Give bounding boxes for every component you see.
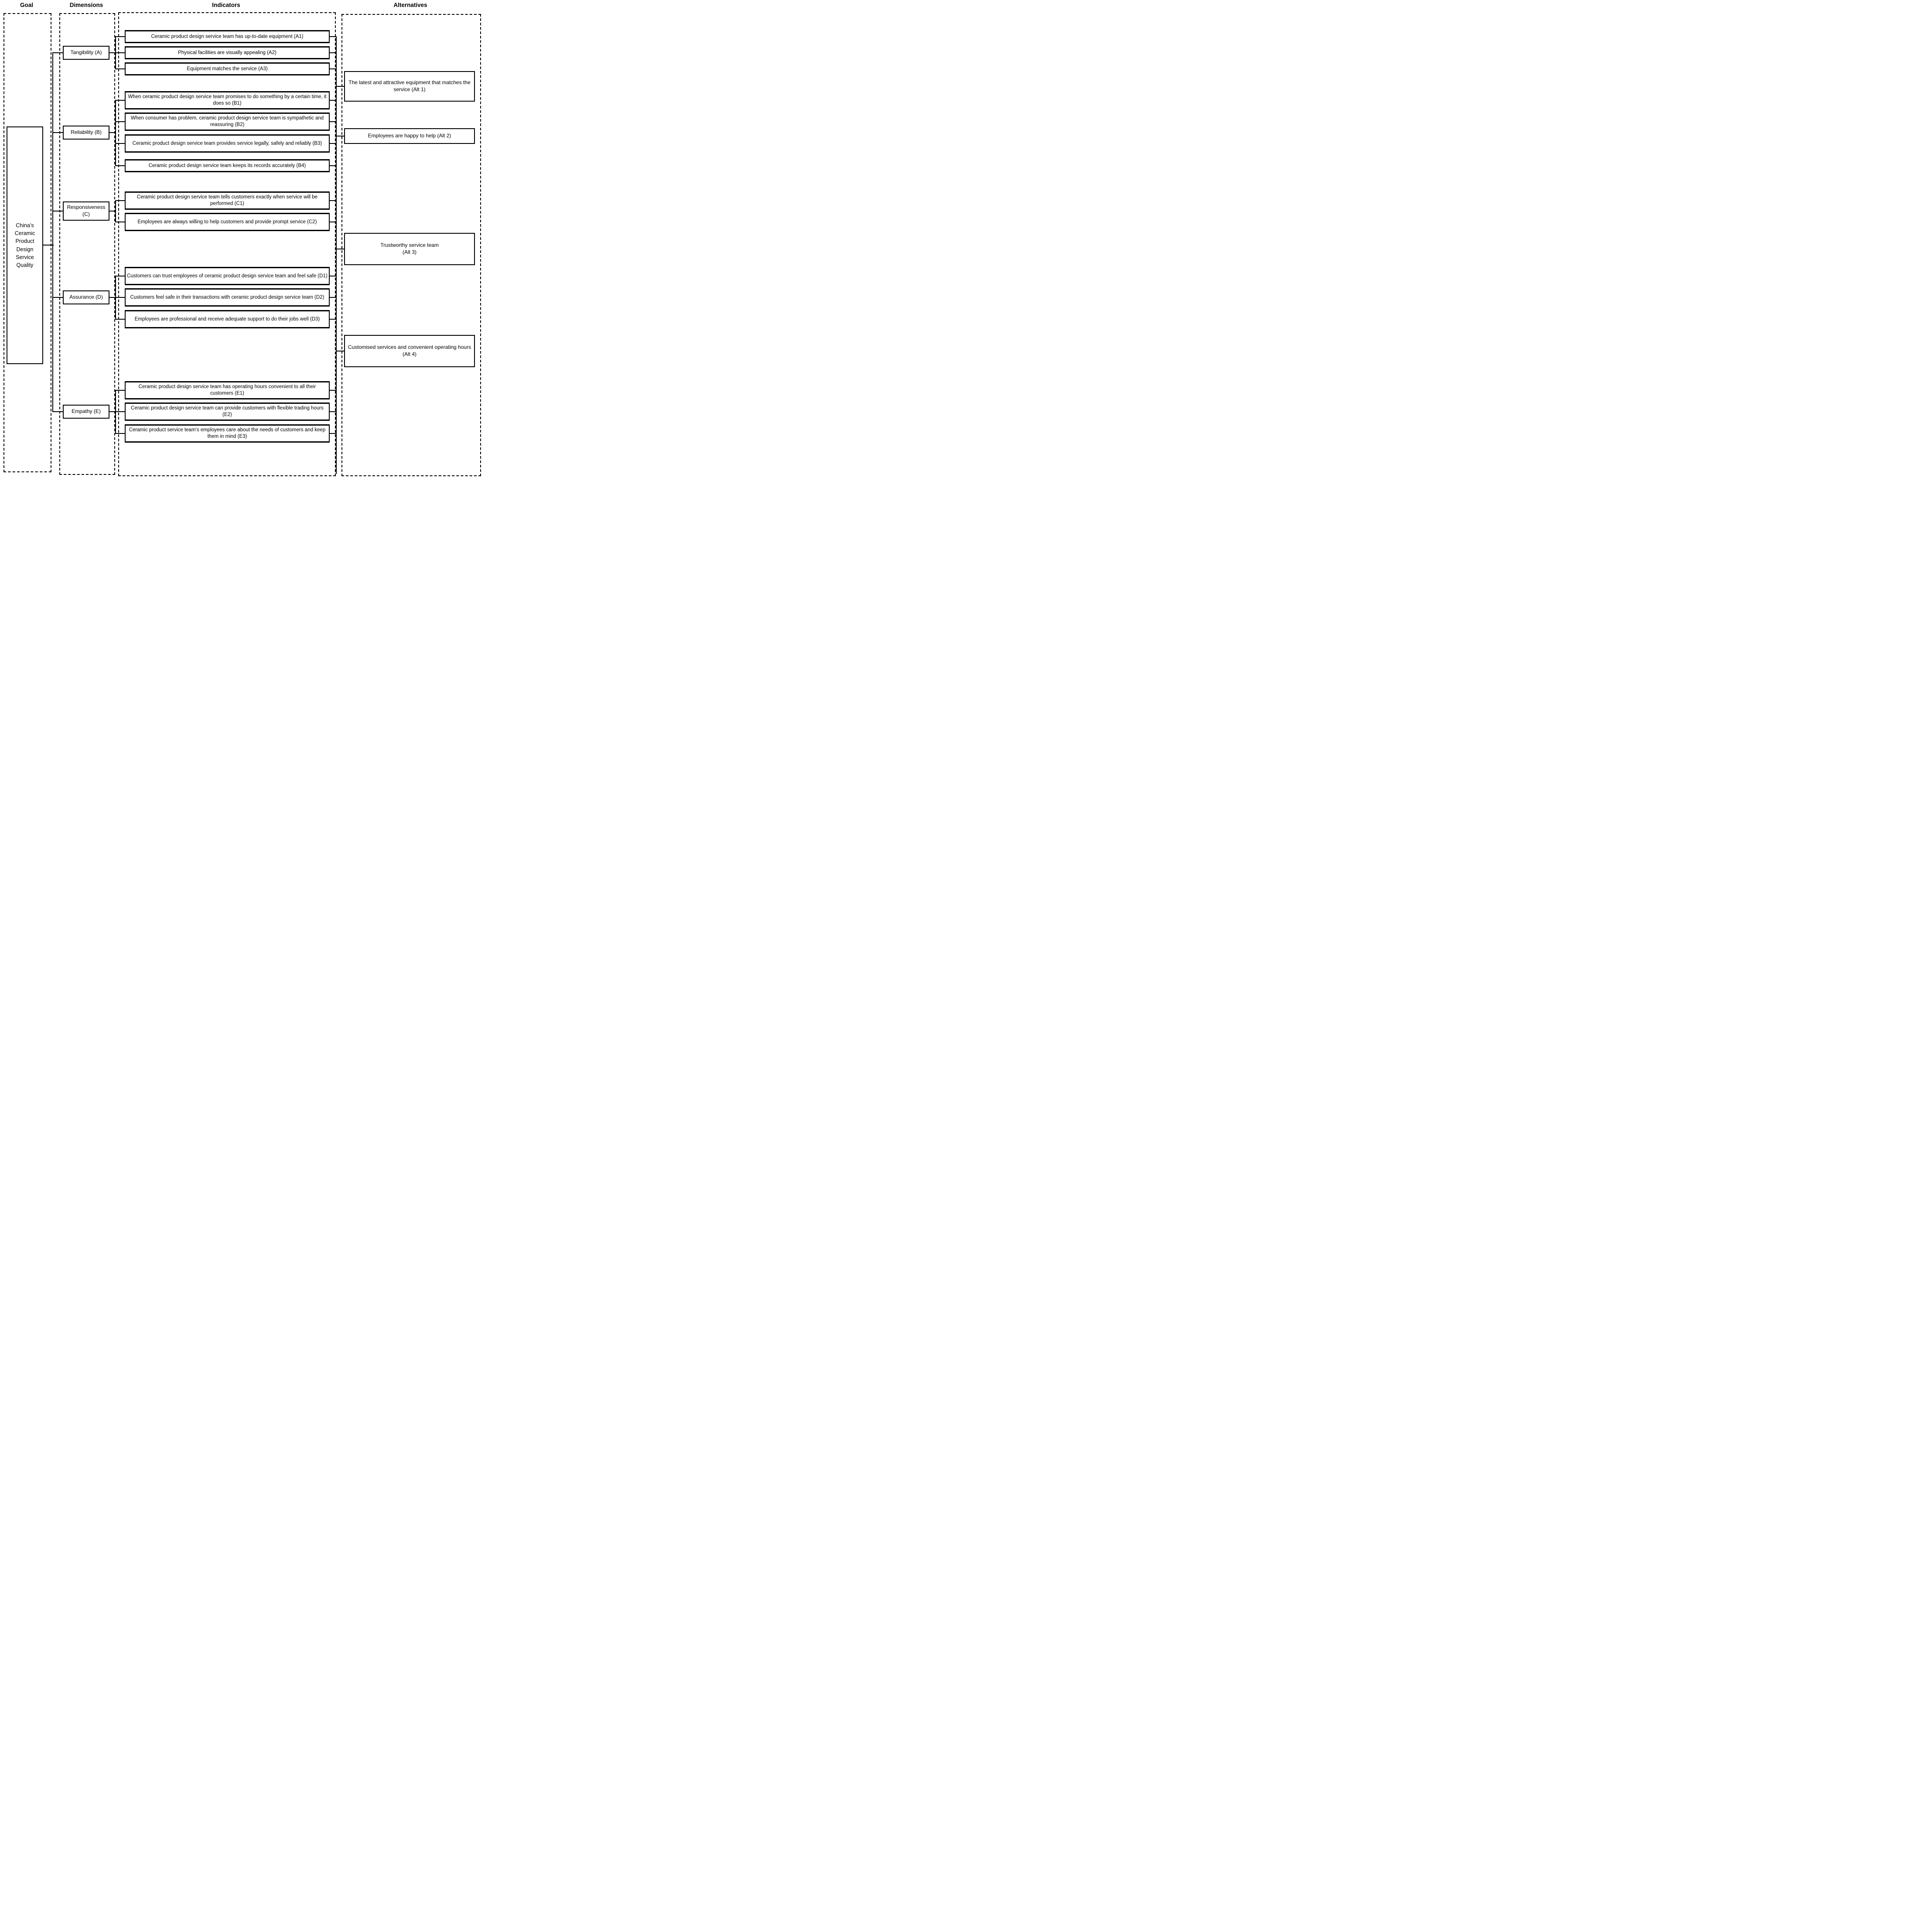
connector-line	[109, 411, 116, 412]
indicator-box-a1: Ceramic product design service team has …	[125, 30, 330, 43]
connector-line	[116, 121, 125, 122]
connector-line	[53, 52, 63, 53]
indicator-box-c1: Ceramic product design service team tell…	[125, 191, 330, 210]
connector-line	[115, 276, 116, 320]
dimension-box-responsiveness: Responsiveness (C)	[63, 201, 109, 221]
connector-line	[330, 121, 337, 122]
connector-line	[116, 36, 125, 37]
connector-line	[336, 36, 337, 474]
connector-line	[53, 132, 63, 133]
alternative-box-alt1: The latest and attractive equipment that…	[344, 71, 475, 102]
indicator-box-a3: Equipment matches the service (A3)	[125, 62, 330, 75]
ahp-hierarchy-diagram: Goal Dimensions Indicators Alternatives …	[0, 0, 483, 477]
connector-line	[116, 297, 125, 298]
connector-line	[330, 411, 337, 412]
dimension-box-tangibility: Tangibility (A)	[63, 46, 109, 60]
connector-line	[52, 52, 53, 412]
connector-line	[115, 200, 116, 222]
indicator-box-d3: Employees are professional and receive a…	[125, 310, 330, 328]
connector-line	[53, 297, 63, 298]
connector-line	[116, 143, 125, 144]
connector-line	[116, 200, 125, 201]
goal-column-frame	[3, 13, 51, 472]
indicator-box-e2: Ceramic product design service team can …	[125, 403, 330, 421]
connector-line	[116, 433, 125, 434]
connector-line	[330, 390, 337, 391]
alternatives-column-frame	[341, 14, 481, 476]
connector-line	[109, 52, 116, 53]
connector-line	[109, 297, 116, 298]
connector-line	[330, 433, 337, 434]
connector-line	[330, 52, 337, 53]
indicator-box-a2: Physical facilities are visually appeali…	[125, 46, 330, 59]
alternative-box-alt4: Customised services and convenient opera…	[344, 335, 475, 367]
column-header-goal: Goal	[20, 2, 33, 8]
indicator-box-e3: Ceramic product service team’s employees…	[125, 424, 330, 443]
connector-line	[116, 411, 125, 412]
connector-line	[330, 297, 337, 298]
connector-line	[330, 143, 337, 144]
alternative-box-alt3: Trustworthy service team (Alt 3)	[344, 233, 475, 265]
connector-line	[330, 319, 337, 320]
indicator-box-b1: When ceramic product design service team…	[125, 91, 330, 109]
column-header-alternatives: Alternatives	[393, 2, 427, 8]
column-header-dimensions: Dimensions	[69, 2, 103, 8]
connector-line	[330, 36, 337, 37]
indicator-box-b3: Ceramic product design service team prov…	[125, 134, 330, 153]
connector-line	[115, 100, 116, 166]
indicator-box-d2: Customers feel safe in their transaction…	[125, 288, 330, 307]
dimension-box-assurance: Assurance (D)	[63, 290, 109, 304]
connector-line	[53, 411, 63, 412]
connector-line	[43, 245, 54, 246]
indicators-column-frame	[118, 12, 336, 476]
indicator-box-c2: Employees are always willing to help cus…	[125, 213, 330, 231]
connector-line	[330, 68, 337, 69]
dimension-box-reliability: Reliability (B)	[63, 126, 109, 140]
indicator-box-d1: Customers can trust employees of ceramic…	[125, 267, 330, 285]
connector-line	[116, 52, 125, 53]
goal-box: China’s Ceramic Product Design Service Q…	[7, 126, 43, 364]
connector-line	[116, 165, 125, 166]
connector-line	[53, 211, 63, 212]
connector-line	[115, 390, 116, 434]
indicator-box-b4: Ceramic product design service team keep…	[125, 159, 330, 172]
alternative-box-alt2: Employees are happy to help (Alt 2)	[344, 128, 475, 144]
dimension-box-empathy: Empathy (E)	[63, 405, 109, 419]
connector-line	[330, 165, 337, 166]
connector-line	[116, 390, 125, 391]
connector-line	[116, 319, 125, 320]
connector-line	[330, 200, 337, 201]
connector-line	[336, 86, 344, 87]
connector-line	[109, 132, 116, 133]
dimensions-column-frame	[59, 13, 115, 475]
connector-line	[116, 68, 125, 69]
connector-line	[330, 100, 337, 101]
connector-line	[109, 211, 116, 212]
connector-line	[116, 100, 125, 101]
indicator-box-b2: When consumer has problem, ceramic produ…	[125, 113, 330, 131]
indicator-box-e1: Ceramic product design service team has …	[125, 381, 330, 399]
connector-line	[115, 36, 116, 69]
column-header-indicators: Indicators	[212, 2, 240, 8]
